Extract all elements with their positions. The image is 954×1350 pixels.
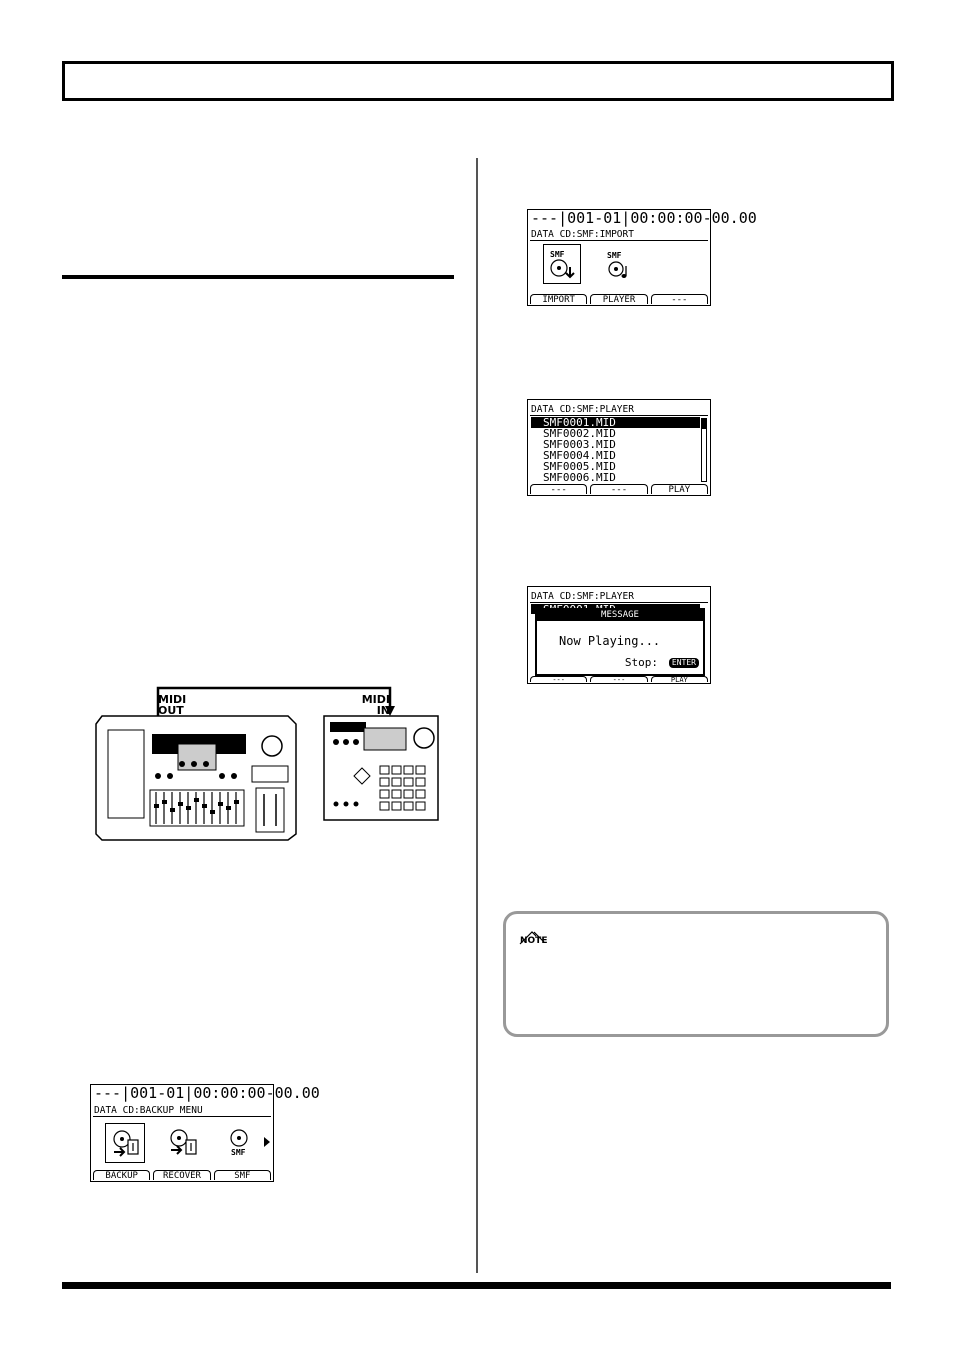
list-item[interactable]: SMF0006.MID [543, 471, 616, 484]
fkey-none[interactable]: --- [530, 484, 588, 495]
lcd-function-keys: --- --- PLAY [530, 676, 708, 684]
smf-import-icon[interactable]: SMF [543, 244, 581, 284]
fkey-smf[interactable]: SMF [213, 1170, 271, 1181]
lcd-title: DATA CD:SMF:IMPORT [531, 229, 634, 240]
lcd-status-line: ---|001-01|00:00:00-00.00 [531, 209, 757, 227]
lcd-title-rule [530, 240, 708, 241]
footer-rule [62, 1282, 891, 1289]
fkey-play: PLAY [650, 676, 708, 684]
lcd-now-playing: DATA CD:SMF:PLAYER SMF0001.MID MESSAGE N… [527, 586, 711, 684]
dialog-message: Now Playing... [559, 634, 661, 648]
list-item[interactable]: SMF0001.MID [531, 417, 700, 428]
lcd-backup-menu: ---|001-01|00:00:00-00.00 DATA CD:BACKUP… [90, 1084, 320, 1182]
midi-out-label: MIDI OUT [158, 693, 187, 717]
fkey-player[interactable]: PLAYER [590, 294, 648, 305]
right-arrow-icon[interactable] [264, 1137, 270, 1147]
list-scrollbar[interactable] [701, 418, 707, 482]
smf-player-icon[interactable]: SMF [604, 246, 634, 282]
fkey-none: --- [590, 676, 648, 684]
diagram-drawing [95, 686, 439, 841]
fkey-none: --- [530, 676, 588, 684]
smf-icon[interactable]: SMF [225, 1127, 257, 1161]
smf-file-list: SMF0001.MID SMF0002.MID SMF0003.MID SMF0… [531, 417, 700, 483]
section-rule [62, 275, 454, 279]
lcd-title-rule [530, 415, 708, 416]
fkey-recover[interactable]: RECOVER [153, 1170, 211, 1181]
lcd-smf-import: ---|001-01|00:00:00-00.00 DATA CD:SMF:IM… [527, 209, 757, 306]
recover-icon[interactable] [167, 1125, 199, 1159]
fkey-import[interactable]: IMPORT [530, 294, 588, 305]
column-divider [476, 158, 478, 1273]
note-label: NOTE [520, 936, 548, 946]
lcd-title: DATA CD:SMF:PLAYER [531, 404, 634, 415]
lcd-function-keys: BACKUP RECOVER SMF [93, 1170, 271, 1181]
note-box: NOTE [503, 911, 889, 1037]
fkey-none[interactable]: --- [590, 484, 648, 495]
lcd-title-rule [530, 602, 708, 603]
backup-icon[interactable] [105, 1123, 145, 1163]
midi-in-label: MIDI IN [361, 693, 390, 717]
lcd-function-keys: --- --- PLAY [530, 484, 708, 495]
list-item[interactable]: SMF0004.MID [543, 449, 616, 462]
lcd-smf-player: DATA CD:SMF:PLAYER SMF0001.MID SMF0002.M… [527, 399, 711, 496]
midi-connection-diagram: MIDI OUT MIDI IN [92, 684, 444, 844]
lcd-function-keys: IMPORT PLAYER --- [530, 294, 708, 305]
lcd-title: DATA CD:BACKUP MENU [94, 1105, 203, 1116]
stop-label: Stop: [624, 656, 658, 669]
list-item[interactable]: SMF0005.MID [543, 460, 616, 473]
list-item[interactable]: SMF0002.MID [543, 427, 616, 440]
fkey-none[interactable]: --- [650, 294, 708, 305]
lcd-title-rule [93, 1116, 271, 1117]
list-item[interactable]: SMF0003.MID [543, 438, 616, 451]
lcd-status-line: ---|001-01|00:00:00-00.00 [94, 1084, 320, 1102]
note-icon [519, 931, 545, 945]
enter-button[interactable]: ENTER [668, 658, 699, 668]
fkey-play[interactable]: PLAY [650, 484, 708, 495]
message-dialog: MESSAGE Now Playing... Stop: ENTER [535, 608, 705, 676]
page-header-box [62, 61, 894, 101]
fkey-backup[interactable]: BACKUP [93, 1170, 151, 1181]
lcd-title: DATA CD:SMF:PLAYER [531, 591, 634, 602]
dialog-title: MESSAGE [537, 610, 703, 621]
